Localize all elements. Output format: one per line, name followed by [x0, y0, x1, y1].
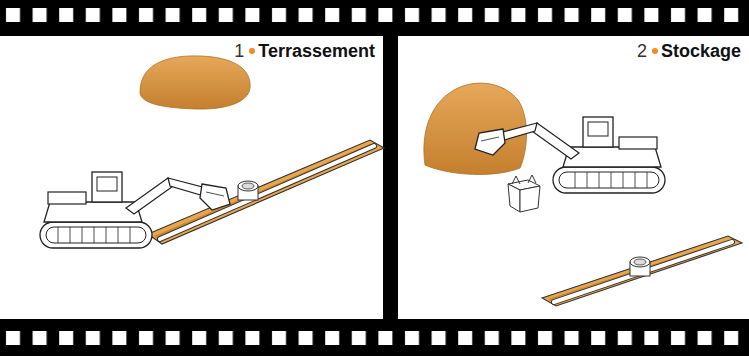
soil-mound: [140, 56, 250, 109]
trench: [148, 140, 384, 244]
panel-heading: 2 Stockage: [637, 40, 741, 62]
heading-part: 2: [637, 40, 652, 62]
step-title: Stockage: [661, 40, 741, 62]
bullet-dot: [652, 48, 658, 54]
heading-part: Stockage: [652, 40, 741, 62]
film-panel: 1 Terrassement: [0, 36, 383, 319]
big-bag: [508, 175, 540, 212]
trench: [542, 236, 742, 306]
step-title: Terrassement: [258, 40, 375, 62]
heading-part: 1: [234, 40, 249, 62]
excavator: [40, 172, 230, 248]
step-number: 1: [234, 40, 244, 62]
film-panel: 2 Stockage: [398, 36, 749, 319]
panel-heading: 1 Terrassement: [234, 40, 375, 62]
step-number: 2: [637, 40, 647, 62]
heading-part: Terrassement: [249, 40, 375, 62]
excavator: [475, 117, 665, 193]
soil-mound: [424, 83, 527, 174]
bullet-dot: [249, 48, 255, 54]
